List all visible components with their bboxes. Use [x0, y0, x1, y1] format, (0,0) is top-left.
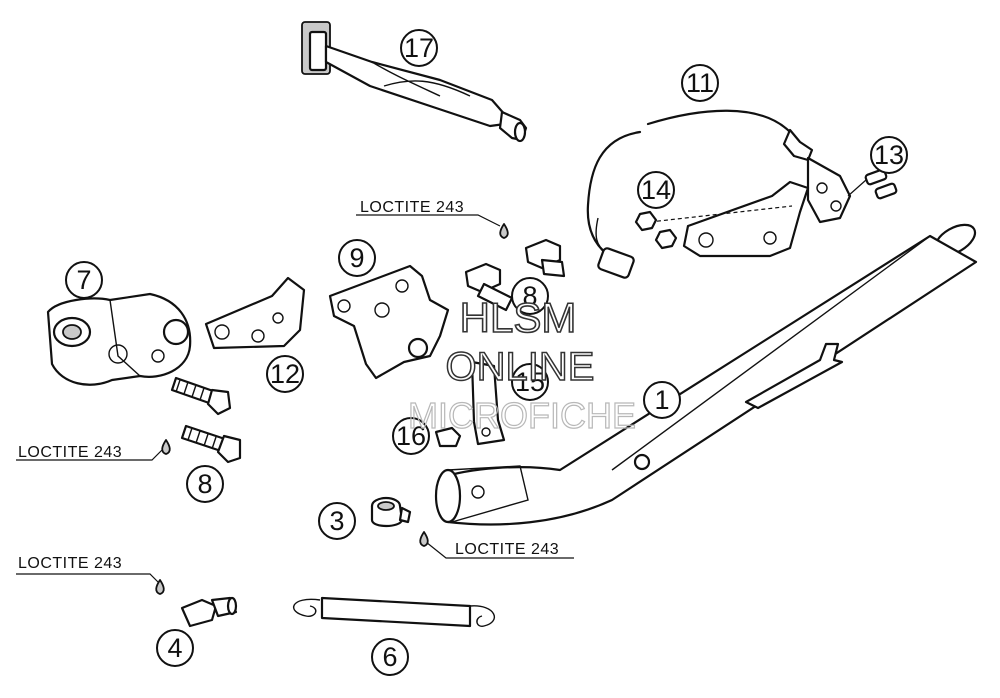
loctite-drops [155, 223, 509, 595]
callout-15-label: 15 [515, 367, 545, 397]
callout-7-label: 7 [76, 265, 91, 295]
part-8-bolts-center [464, 238, 566, 312]
part-7-frame-bracket [46, 292, 192, 386]
callout-1-label: 1 [654, 385, 669, 415]
loctite-note-left: LOCTITE 243 [18, 444, 122, 461]
callout-3: 3 [318, 502, 356, 540]
part-8-bolts-left [170, 376, 242, 464]
loctite-note-top: LOCTITE 243 [360, 199, 464, 216]
part-17-hook-tool [301, 21, 528, 143]
part-1-side-stand [434, 223, 978, 526]
part-14-switch-bracket [634, 180, 810, 258]
watermark: HLSM ONLINE MICROFICHE [407, 293, 636, 436]
part-16-screw [434, 426, 462, 448]
part-11-stand-switch-cable [586, 109, 852, 279]
callout-12: 12 [266, 355, 304, 393]
loctite-note-bottom: LOCTITE 243 [18, 555, 122, 572]
callout-4-label: 4 [167, 633, 182, 663]
callout-6-label: 6 [382, 642, 397, 672]
callout-9-label: 9 [349, 243, 364, 273]
callout-15: 15 [511, 363, 549, 401]
part-15-sensor-bracket [470, 360, 506, 446]
leader-lines [16, 214, 574, 585]
callout-7: 7 [65, 261, 103, 299]
callout-12-label: 12 [270, 359, 300, 389]
callout-8-left: 8 [186, 465, 224, 503]
part-12-small-bracket [204, 276, 306, 350]
part-9-mounting-plate [328, 264, 450, 380]
callout-6: 6 [371, 638, 409, 676]
callout-8-center-label: 8 [522, 281, 537, 311]
part-3-pivot-bushing [370, 496, 412, 528]
callout-3-label: 3 [329, 506, 344, 536]
callout-8-left-label: 8 [197, 469, 212, 499]
callout-14: 14 [637, 171, 675, 209]
callout-9: 9 [338, 239, 376, 277]
callout-8-center: 8 [511, 277, 549, 315]
callout-16: 16 [392, 417, 430, 455]
callout-17: 17 [400, 29, 438, 67]
callout-4: 4 [156, 629, 194, 667]
callout-11: 11 [681, 64, 719, 102]
watermark-line-1: HLSM [460, 294, 577, 341]
callout-13: 13 [870, 136, 908, 174]
callout-14-label: 14 [641, 175, 671, 205]
loctite-note-center: LOCTITE 243 [455, 541, 559, 558]
callout-16-label: 16 [396, 421, 426, 451]
watermark-line-3: MICROFICHE [408, 395, 636, 436]
callout-1: 1 [643, 381, 681, 419]
watermark-line-2: ONLINE [446, 345, 595, 389]
callout-17-label: 17 [404, 33, 434, 63]
part-6-spring [293, 596, 496, 628]
callout-11-label: 11 [686, 68, 714, 98]
callout-13-label: 13 [874, 140, 904, 170]
part-4-stud-bolt [180, 596, 238, 628]
